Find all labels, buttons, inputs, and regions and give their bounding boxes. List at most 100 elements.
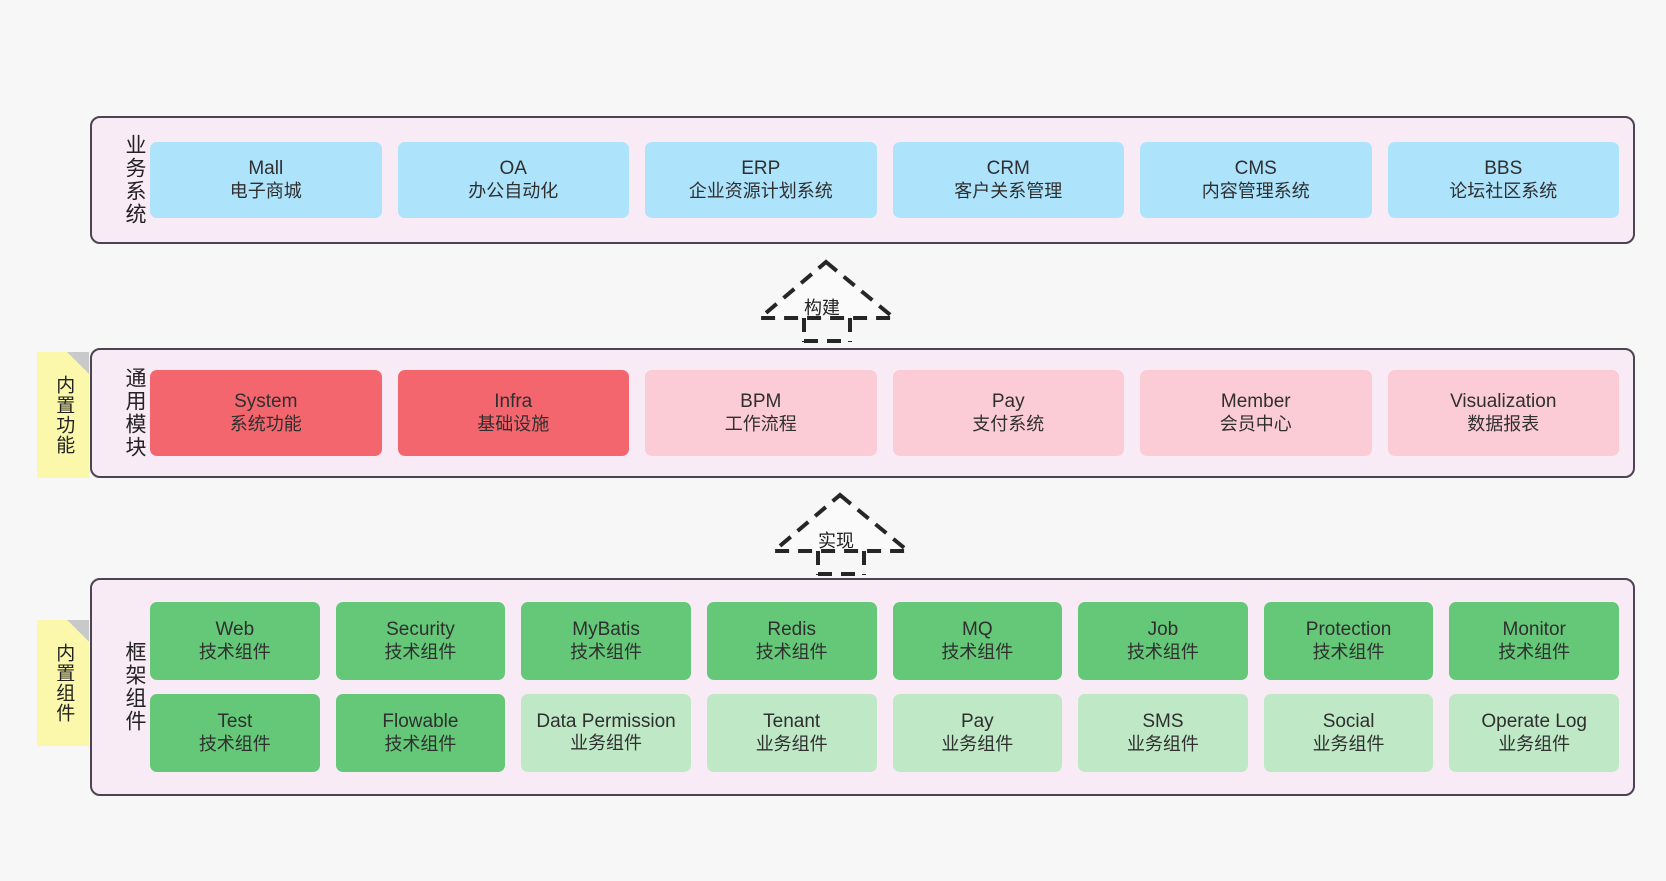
node-social[interactable]: Social 业务组件 xyxy=(1263,694,1434,772)
node-data-permission[interactable]: Data Permission 业务组件 xyxy=(521,694,691,772)
node-protection-desc: 技术组件 xyxy=(1312,641,1385,662)
implement-arrow-head xyxy=(768,492,914,553)
layer-title-framework-component: 框架组件 xyxy=(123,641,146,733)
node-visualization-desc: 数据报表 xyxy=(1467,413,1540,434)
framework-row-business: Test 技术组件 Flowable 技术组件 Data Permission … xyxy=(150,694,1619,772)
node-bpm-desc: 工作流程 xyxy=(724,413,797,434)
node-redis-desc: 技术组件 xyxy=(755,641,828,662)
node-member-desc: 会员中心 xyxy=(1219,413,1292,434)
node-grid-business-system: Mall 电子商城 OA 办公自动化 ERP 企业资源计划系统 CRM 客户关系… xyxy=(150,118,1619,242)
node-mq-name: MQ xyxy=(962,619,993,641)
node-grid-common-module: System 系统功能 Infra 基础设施 BPM 工作流程 Pay 支付系统… xyxy=(150,350,1619,476)
note-fold-corner-icon xyxy=(67,352,89,374)
connector-implement-label: 实现 xyxy=(818,531,854,551)
node-visualization[interactable]: Visualization 数据报表 xyxy=(1387,370,1619,456)
node-bpm[interactable]: BPM 工作流程 xyxy=(645,370,877,456)
node-bbs-name: BBS xyxy=(1484,158,1523,180)
node-mall[interactable]: Mall 电子商城 xyxy=(150,142,382,218)
node-mall-desc: 电子商城 xyxy=(229,180,302,201)
node-member[interactable]: Member 会员中心 xyxy=(1140,370,1372,456)
node-sms[interactable]: SMS 业务组件 xyxy=(1078,694,1248,772)
node-social-name: Social xyxy=(1322,711,1375,733)
note-builtin-function-text: 内置功能 xyxy=(53,375,75,455)
layer-body-framework-component: Web 技术组件 Security 技术组件 MyBatis 技术组件 Redi… xyxy=(146,580,1633,794)
connector-build: 构建 xyxy=(754,256,900,343)
node-erp-desc: 企业资源计划系统 xyxy=(688,180,833,201)
node-sms-desc: 业务组件 xyxy=(1126,733,1199,754)
node-sms-name: SMS xyxy=(1142,711,1184,733)
node-web-name: Web xyxy=(215,619,255,641)
node-infra[interactable]: Infra 基础设施 xyxy=(397,370,629,456)
node-mq-desc: 技术组件 xyxy=(941,641,1014,662)
layer-common-module: 通用模块 System 系统功能 Infra 基础设施 BPM 工作流程 Pay… xyxy=(90,348,1635,478)
layer-framework-component: 框架组件 Web 技术组件 Security 技术组件 MyBatis 技术组件 xyxy=(90,578,1635,796)
node-redis-name: Redis xyxy=(767,619,816,641)
build-arrow-head xyxy=(754,259,900,320)
node-visualization-name: Visualization xyxy=(1450,391,1557,413)
node-tenant[interactable]: Tenant 业务组件 xyxy=(706,694,877,772)
node-mybatis-desc: 技术组件 xyxy=(570,641,643,662)
node-crm[interactable]: CRM 客户关系管理 xyxy=(892,142,1124,218)
node-web[interactable]: Web 技术组件 xyxy=(150,602,320,680)
node-social-desc: 业务组件 xyxy=(1312,733,1385,754)
node-member-name: Member xyxy=(1220,391,1291,413)
note-builtin-component-text: 内置组件 xyxy=(53,643,75,723)
node-bbs[interactable]: BBS 论坛社区系统 xyxy=(1387,142,1619,218)
framework-row-technical: Web 技术组件 Security 技术组件 MyBatis 技术组件 Redi… xyxy=(150,602,1619,680)
node-cms-name: CMS xyxy=(1234,158,1277,180)
node-infra-name: Infra xyxy=(494,391,533,413)
note-builtin-function: 内置功能 xyxy=(37,352,89,478)
node-test-name: Test xyxy=(217,711,253,733)
node-protection[interactable]: Protection 技术组件 xyxy=(1263,602,1434,680)
note-builtin-component: 内置组件 xyxy=(37,620,89,746)
node-redis[interactable]: Redis 技术组件 xyxy=(706,602,877,680)
node-pay-module[interactable]: Pay 支付系统 xyxy=(892,370,1124,456)
node-oa-desc: 办公自动化 xyxy=(468,180,559,201)
layer-title-common-module: 通用模块 xyxy=(123,367,146,459)
node-system-name: System xyxy=(234,391,298,413)
node-cms[interactable]: CMS 内容管理系统 xyxy=(1140,142,1372,218)
node-mall-name: Mall xyxy=(248,158,284,180)
node-flowable[interactable]: Flowable 技术组件 xyxy=(335,694,506,772)
node-monitor-name: Monitor xyxy=(1502,619,1566,641)
node-cms-desc: 内容管理系统 xyxy=(1201,180,1310,201)
implement-arrow-stem xyxy=(816,551,866,576)
node-pay-module-desc: 支付系统 xyxy=(972,413,1045,434)
node-operate-log[interactable]: Operate Log 业务组件 xyxy=(1449,694,1619,772)
node-erp[interactable]: ERP 企业资源计划系统 xyxy=(645,142,877,218)
node-bbs-desc: 论坛社区系统 xyxy=(1449,180,1558,201)
node-bpm-name: BPM xyxy=(740,391,782,413)
connector-build-label: 构建 xyxy=(804,298,840,318)
node-oa[interactable]: OA 办公自动化 xyxy=(397,142,629,218)
node-mq[interactable]: MQ 技术组件 xyxy=(892,602,1063,680)
node-erp-name: ERP xyxy=(741,158,781,180)
node-job[interactable]: Job 技术组件 xyxy=(1078,602,1248,680)
node-test[interactable]: Test 技术组件 xyxy=(150,694,320,772)
node-job-name: Job xyxy=(1147,619,1179,641)
note-fold-corner-icon xyxy=(67,620,89,642)
node-security[interactable]: Security 技术组件 xyxy=(335,602,506,680)
node-monitor[interactable]: Monitor 技术组件 xyxy=(1449,602,1619,680)
node-tenant-desc: 业务组件 xyxy=(755,733,828,754)
node-mybatis[interactable]: MyBatis 技术组件 xyxy=(521,602,691,680)
node-pay-module-name: Pay xyxy=(991,391,1025,413)
node-operate-log-desc: 业务组件 xyxy=(1498,733,1571,754)
node-pay-component-desc: 业务组件 xyxy=(941,733,1014,754)
node-system[interactable]: System 系统功能 xyxy=(150,370,382,456)
node-infra-desc: 基础设施 xyxy=(477,413,550,434)
node-operate-log-name: Operate Log xyxy=(1481,711,1587,733)
node-flowable-desc: 技术组件 xyxy=(384,733,457,754)
node-security-name: Security xyxy=(386,619,455,641)
node-tenant-name: Tenant xyxy=(763,711,821,733)
node-monitor-desc: 技术组件 xyxy=(1498,641,1571,662)
node-test-desc: 技术组件 xyxy=(198,733,271,754)
layer-body-common-module: System 系统功能 Infra 基础设施 BPM 工作流程 Pay 支付系统… xyxy=(146,350,1633,476)
node-pay-component-name: Pay xyxy=(960,711,994,733)
node-flowable-name: Flowable xyxy=(382,711,459,733)
node-crm-desc: 客户关系管理 xyxy=(954,180,1063,201)
layer-business-system: 业务系统 Mall 电子商城 OA 办公自动化 ERP 企业资源计划系统 CRM… xyxy=(90,116,1635,244)
node-protection-name: Protection xyxy=(1305,619,1392,641)
node-system-desc: 系统功能 xyxy=(229,413,302,434)
node-pay-component[interactable]: Pay 业务组件 xyxy=(892,694,1063,772)
